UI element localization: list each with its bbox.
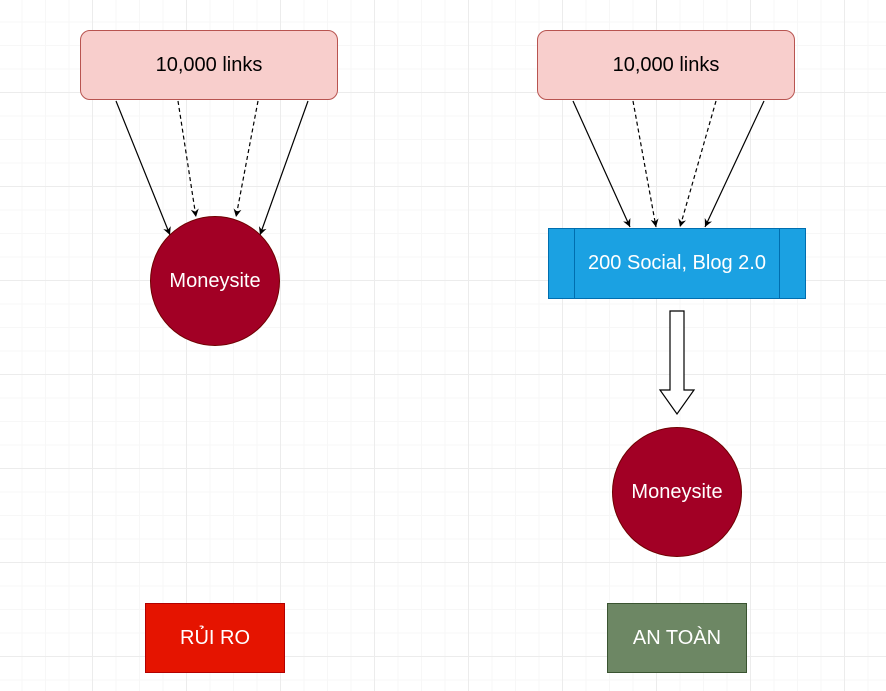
left-links-node[interactable]: 10,000 links bbox=[80, 30, 338, 100]
edge-right-4 bbox=[704, 100, 765, 228]
left-moneysite-node[interactable]: Moneysite bbox=[150, 216, 280, 346]
edge-left-3-dashed bbox=[233, 100, 259, 218]
risk-tag-label: RỦI RO bbox=[180, 626, 250, 649]
edge-left-2-dashed bbox=[177, 100, 199, 218]
social-box-right-divider bbox=[779, 229, 780, 298]
edge-left-1 bbox=[115, 100, 171, 236]
social-blog-label: 200 Social, Blog 2.0 bbox=[588, 252, 766, 274]
edge-right-2-dashed bbox=[632, 100, 659, 228]
safe-tag[interactable]: AN TOÀN bbox=[607, 603, 747, 673]
right-moneysite-label: Moneysite bbox=[631, 480, 723, 503]
right-links-node[interactable]: 10,000 links bbox=[537, 30, 795, 100]
left-moneysite-label: Moneysite bbox=[169, 269, 261, 292]
edge-left-4 bbox=[258, 100, 309, 236]
edge-right-1 bbox=[572, 100, 631, 228]
social-box-left-divider bbox=[574, 229, 575, 298]
edge-right-3-dashed bbox=[678, 100, 717, 228]
risk-tag[interactable]: RỦI RO bbox=[145, 603, 285, 673]
right-links-label: 10,000 links bbox=[612, 53, 720, 76]
right-moneysite-node[interactable]: Moneysite bbox=[612, 427, 742, 557]
hollow-down-arrow bbox=[658, 310, 696, 416]
safe-tag-label: AN TOÀN bbox=[632, 626, 722, 649]
left-links-label: 10,000 links bbox=[155, 53, 263, 76]
social-blog-node[interactable]: 200 Social, Blog 2.0 bbox=[548, 228, 806, 299]
